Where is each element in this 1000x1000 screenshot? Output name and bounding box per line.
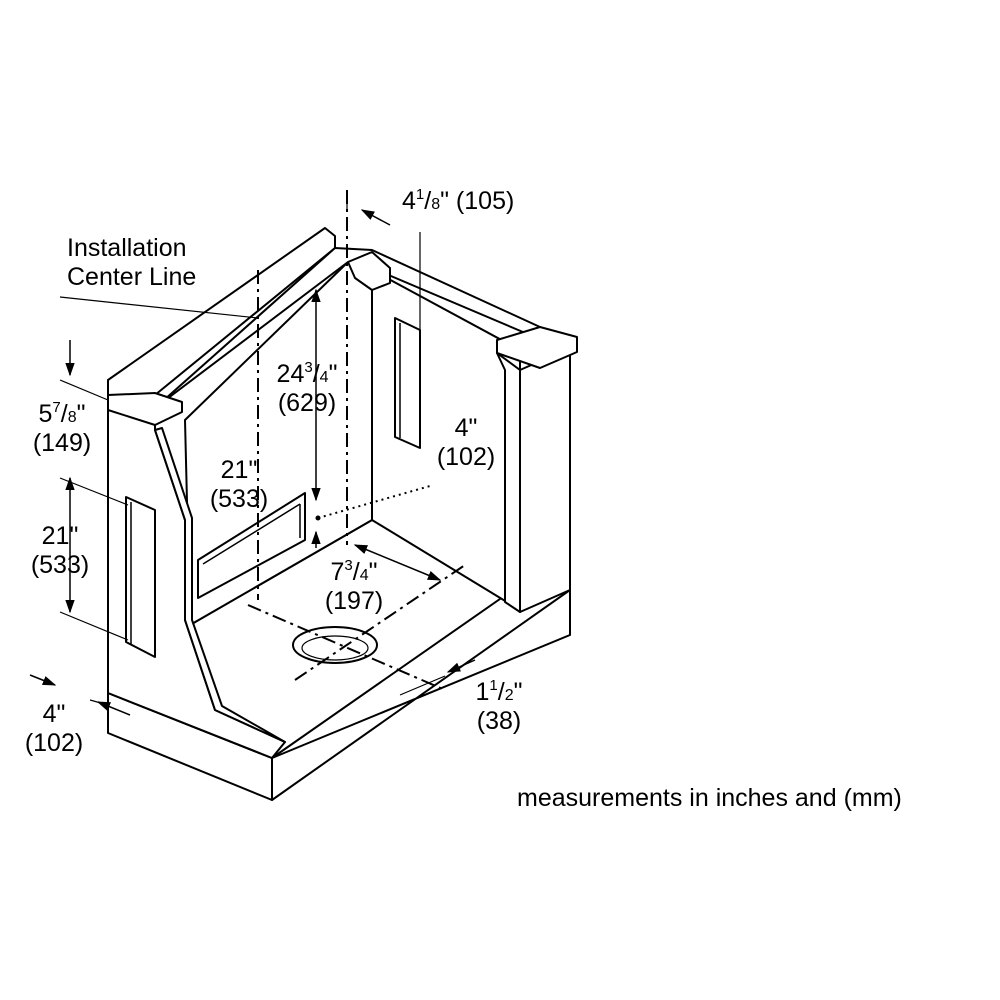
floor-opening: [292, 626, 378, 664]
right-wall-cutout: [394, 317, 421, 449]
back-wall-cutout: [197, 492, 306, 599]
label-center-line: Installation Center Line: [67, 236, 196, 290]
center-line-word-2: Center Line: [67, 263, 197, 291]
label-right-offset: 4" (102): [436, 414, 496, 471]
label-height-upper: 243/4" (629): [276, 359, 338, 417]
cap-center: [347, 251, 391, 291]
right-panel-side: [496, 352, 521, 613]
center-line-word-1: Installation: [67, 234, 187, 262]
label-edge-offset: 11/2" (38): [475, 677, 523, 735]
right-panel-front: [519, 347, 571, 613]
side-wall-cutout: [125, 496, 156, 658]
label-front-offset: 4" (102): [24, 700, 84, 757]
label-side-width: 21" (533): [30, 522, 90, 579]
left-wall-edge: [154, 427, 286, 743]
label-back-width: 21" (533): [209, 456, 269, 513]
top-rail-back: [154, 247, 541, 409]
label-floor-offset: 73/4" (197): [324, 557, 384, 615]
measurement-units-note: measurements in inches and (mm): [517, 784, 902, 812]
label-side-height: 57/8" (149): [32, 399, 92, 457]
cap-right: [496, 326, 578, 369]
label-top-offset: 41/8" (105): [402, 186, 515, 215]
